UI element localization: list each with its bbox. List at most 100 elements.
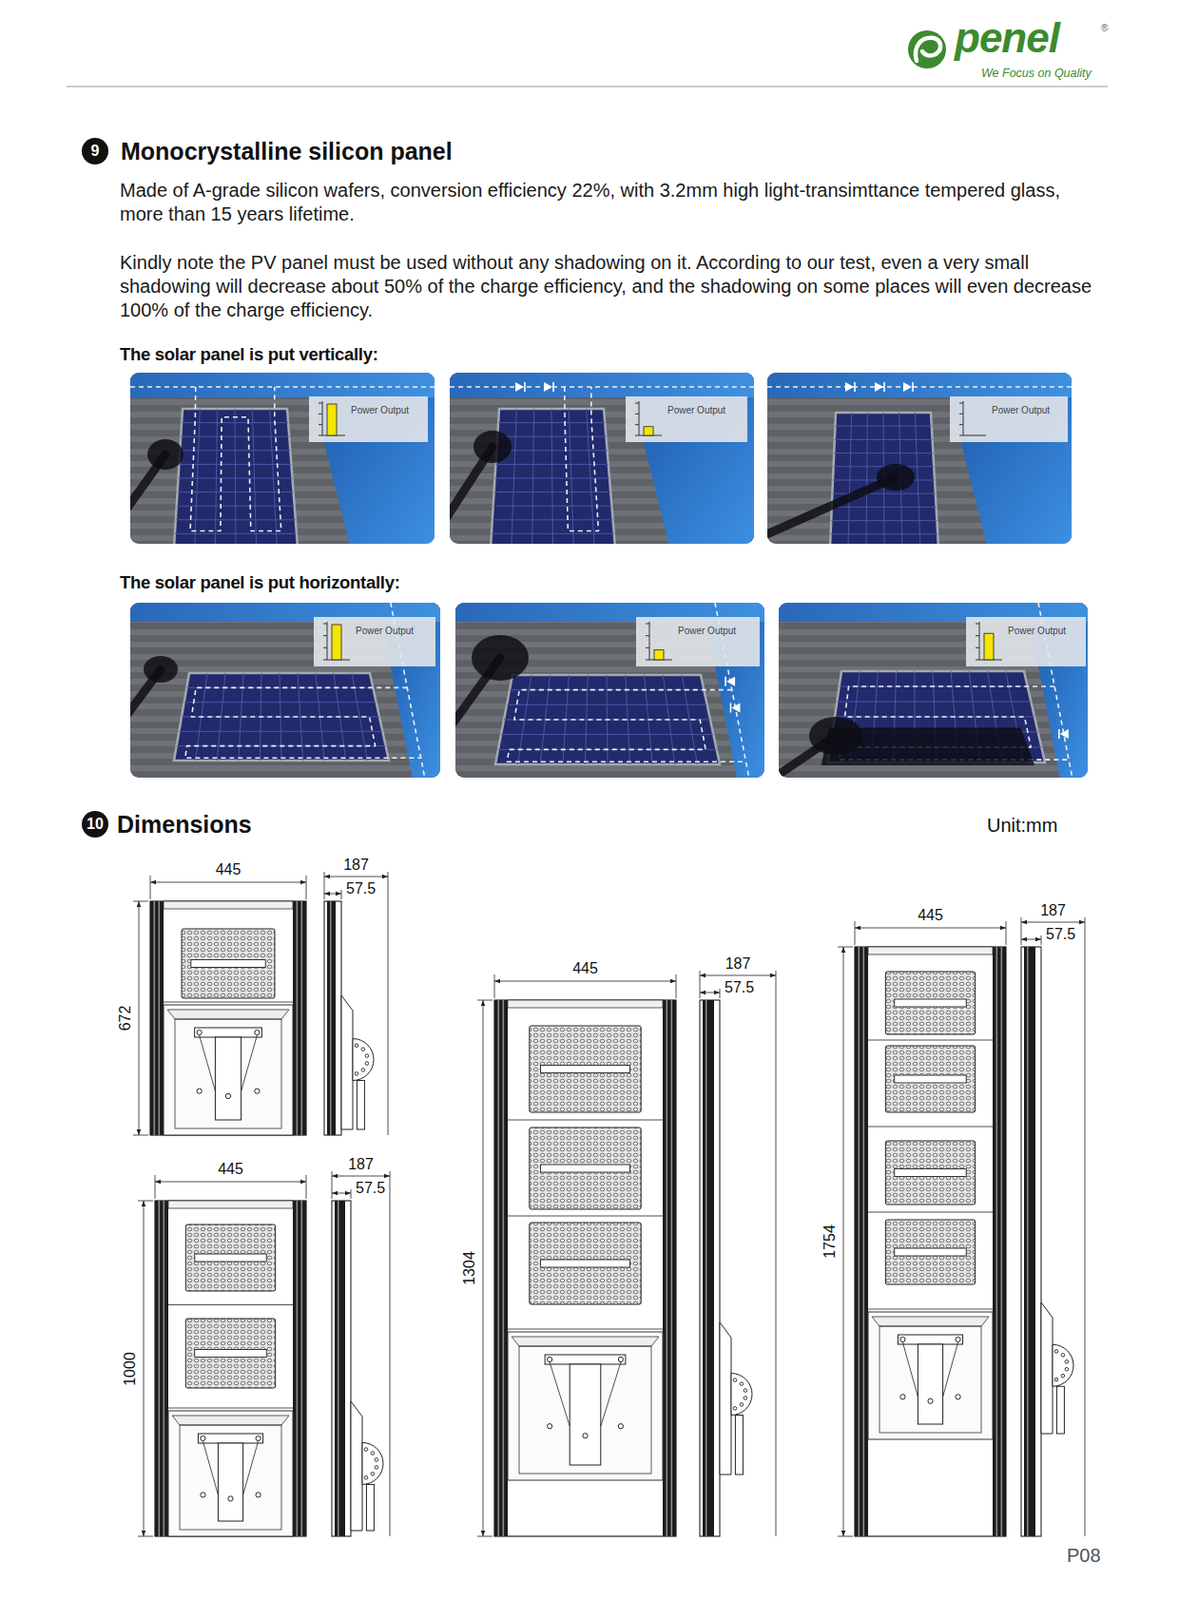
dimension-line bbox=[143, 1200, 145, 1537]
power-chart bbox=[309, 396, 428, 443]
bolt-hole bbox=[955, 1336, 961, 1342]
section-heading: Dimensions bbox=[116, 810, 252, 839]
brand-name: penel bbox=[954, 15, 1060, 61]
diode-symbol bbox=[874, 382, 884, 392]
rail-groove bbox=[296, 901, 299, 1136]
extension-line bbox=[494, 974, 496, 999]
side-rail bbox=[854, 947, 869, 1537]
angle-hole bbox=[365, 1054, 369, 1059]
logo-icon bbox=[908, 30, 947, 69]
rail-groove bbox=[666, 1000, 669, 1537]
mount-rib bbox=[202, 1441, 218, 1495]
angle-hole bbox=[374, 1466, 379, 1470]
bolt-hole bbox=[618, 1356, 623, 1362]
angle-hole bbox=[361, 1068, 366, 1073]
chart-tick bbox=[975, 659, 980, 661]
angle-hole bbox=[739, 1382, 744, 1387]
lens-bar bbox=[541, 1259, 631, 1268]
power-chart bbox=[625, 396, 748, 443]
cell-line bbox=[178, 731, 383, 733]
dimension-value: 1304 bbox=[461, 1251, 479, 1286]
bracket-plate bbox=[719, 1322, 732, 1475]
top-cap bbox=[168, 1200, 293, 1209]
dimension-line bbox=[324, 876, 388, 878]
led-module bbox=[185, 1318, 275, 1389]
lamp-shadow bbox=[471, 635, 529, 681]
angle-hole bbox=[361, 1047, 366, 1052]
box-bevel bbox=[511, 1336, 659, 1347]
extension-line bbox=[719, 988, 721, 999]
solar-photo bbox=[762, 372, 1072, 548]
header-rule bbox=[66, 86, 1108, 88]
angle-hole bbox=[1054, 1377, 1059, 1382]
cell-line bbox=[532, 408, 535, 544]
angle-hole bbox=[1054, 1350, 1059, 1354]
roof bbox=[455, 602, 765, 778]
power-chart bbox=[313, 617, 436, 667]
current-path bbox=[190, 386, 282, 531]
diode-symbol bbox=[903, 382, 912, 392]
chart-tick bbox=[318, 424, 323, 426]
dimension-value: 57.5 bbox=[346, 880, 376, 898]
housing bbox=[154, 1200, 307, 1537]
registered-mark: ® bbox=[1101, 22, 1108, 35]
chart-tick bbox=[975, 647, 980, 649]
cell-line bbox=[180, 436, 290, 438]
cell-line bbox=[174, 533, 297, 535]
lens-bar bbox=[194, 1254, 267, 1262]
solar-photo bbox=[125, 372, 435, 548]
cell-line bbox=[194, 408, 201, 544]
mount-rib bbox=[943, 1342, 959, 1397]
rail-groove bbox=[301, 901, 304, 1136]
dimension-line bbox=[324, 893, 342, 895]
chart-tick bbox=[645, 659, 650, 661]
bracket-plate bbox=[341, 995, 353, 1130]
lens-bar bbox=[541, 1164, 631, 1173]
section-heading: Monocrystalline silicon panel bbox=[120, 136, 453, 166]
bracket-plate bbox=[350, 1401, 363, 1531]
diode-bar bbox=[730, 702, 733, 713]
chart-tick bbox=[975, 623, 980, 625]
diode-bar bbox=[552, 382, 555, 392]
extension-line bbox=[477, 1536, 493, 1538]
dimension-value: 1754 bbox=[821, 1224, 839, 1259]
led-module bbox=[885, 971, 975, 1035]
housing bbox=[150, 901, 307, 1136]
mount-rib bbox=[549, 1362, 570, 1427]
dimension-value: 57.5 bbox=[724, 979, 754, 997]
led-module bbox=[185, 1224, 275, 1292]
lens-bar bbox=[894, 999, 967, 1007]
solar-photo bbox=[444, 372, 754, 548]
pole-shadow bbox=[767, 477, 896, 537]
dimension-value: 445 bbox=[917, 907, 944, 925]
top-cap bbox=[507, 1000, 663, 1008]
dimension-value: 187 bbox=[347, 1156, 374, 1174]
chart-tick bbox=[318, 413, 323, 415]
chart-label: Power Output bbox=[1007, 617, 1086, 638]
chart-tick bbox=[959, 424, 964, 426]
chart-axis bbox=[979, 621, 981, 660]
mount-stem bbox=[569, 1364, 601, 1466]
dimension-line bbox=[854, 927, 1006, 929]
battery-box bbox=[507, 1332, 663, 1481]
dimension-line bbox=[331, 1193, 351, 1195]
lamp-shadow bbox=[147, 439, 184, 470]
rail-groove bbox=[163, 1200, 166, 1537]
extension-line bbox=[324, 871, 326, 900]
body-text: Kindly note the PV panel must be used wi… bbox=[119, 251, 1109, 323]
mount-stem bbox=[214, 1037, 241, 1121]
dimension-line bbox=[154, 1181, 307, 1183]
power-output-inset: Power Output bbox=[636, 617, 760, 667]
bolt-hole bbox=[196, 1029, 202, 1035]
dimension-line bbox=[1021, 922, 1085, 924]
module-divider bbox=[507, 1120, 663, 1122]
angle-hole bbox=[370, 1472, 375, 1477]
bolt-hole bbox=[255, 1492, 261, 1498]
rail-groove bbox=[296, 1200, 299, 1537]
chart-tick bbox=[323, 635, 328, 637]
bolt-hole bbox=[618, 1424, 623, 1430]
dimension-value: 445 bbox=[572, 960, 599, 978]
roof bbox=[778, 602, 1088, 778]
rail-groove bbox=[498, 1000, 501, 1537]
